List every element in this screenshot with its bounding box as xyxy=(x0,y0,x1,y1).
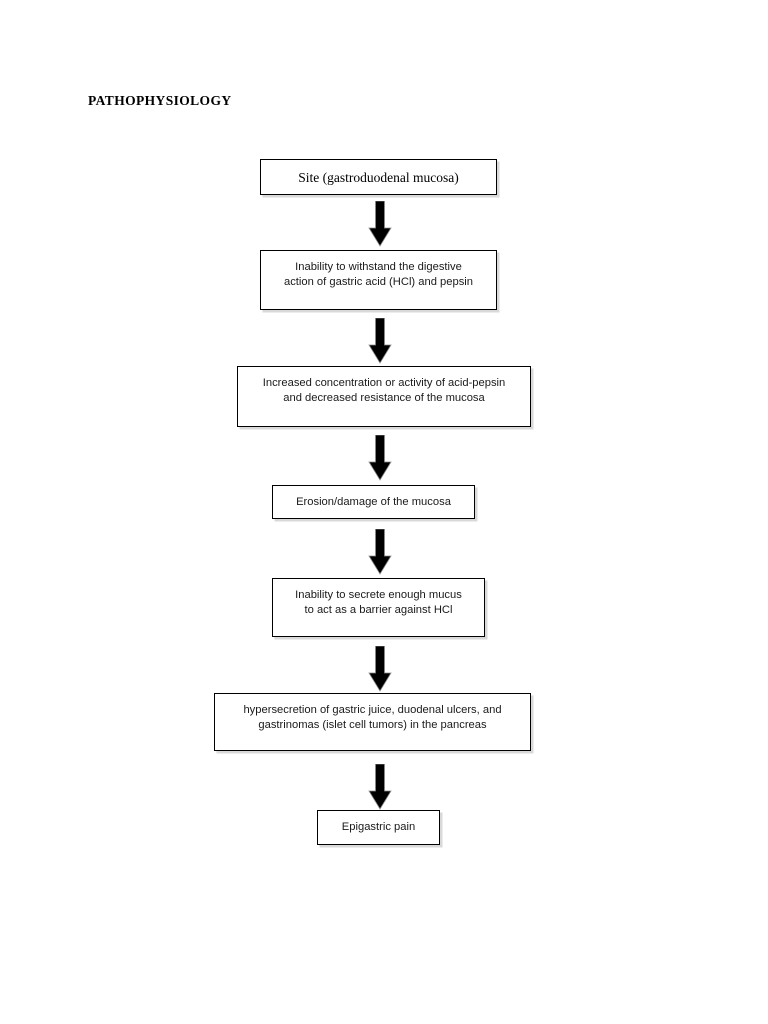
flow-node-label: hypersecretion of gastric juice, duodena… xyxy=(243,704,502,731)
flow-node-label: Epigastric pain xyxy=(341,821,416,833)
down-arrow-icon xyxy=(368,764,392,810)
flow-node-label: Erosion/damage of the mucosa xyxy=(296,495,451,508)
down-arrow-icon xyxy=(368,529,392,575)
flow-node-increased-concentration[interactable]: Increased concentration or activity of a… xyxy=(237,366,531,427)
page-title: PATHOPHYSIOLOGY xyxy=(88,93,232,108)
flow-node-label: Site (gastroduodenal mucosa) xyxy=(298,169,459,185)
down-arrow-icon xyxy=(368,646,392,692)
down-arrow-icon xyxy=(368,318,392,364)
flow-node-label: Increased concentration or activity of a… xyxy=(262,377,506,404)
flow-node-label: Inability to withstand the digestive act… xyxy=(283,261,474,288)
flow-node-erosion-damage[interactable]: Erosion/damage of the mucosa xyxy=(272,485,475,519)
down-arrow-icon xyxy=(368,201,392,247)
flow-node-label: Inability to secrete enough mucus to act… xyxy=(295,589,462,616)
flow-node-site[interactable]: Site (gastroduodenal mucosa) xyxy=(260,159,497,195)
flow-node-inability-withstand[interactable]: Inability to withstand the digestive act… xyxy=(260,250,497,310)
flow-node-epigastric-pain[interactable]: Epigastric pain xyxy=(317,810,440,845)
down-arrow-icon xyxy=(368,435,392,481)
flow-node-hypersecretion[interactable]: hypersecretion of gastric juice, duodena… xyxy=(214,693,531,751)
flow-node-inability-secrete-mucus[interactable]: Inability to secrete enough mucus to act… xyxy=(272,578,485,637)
